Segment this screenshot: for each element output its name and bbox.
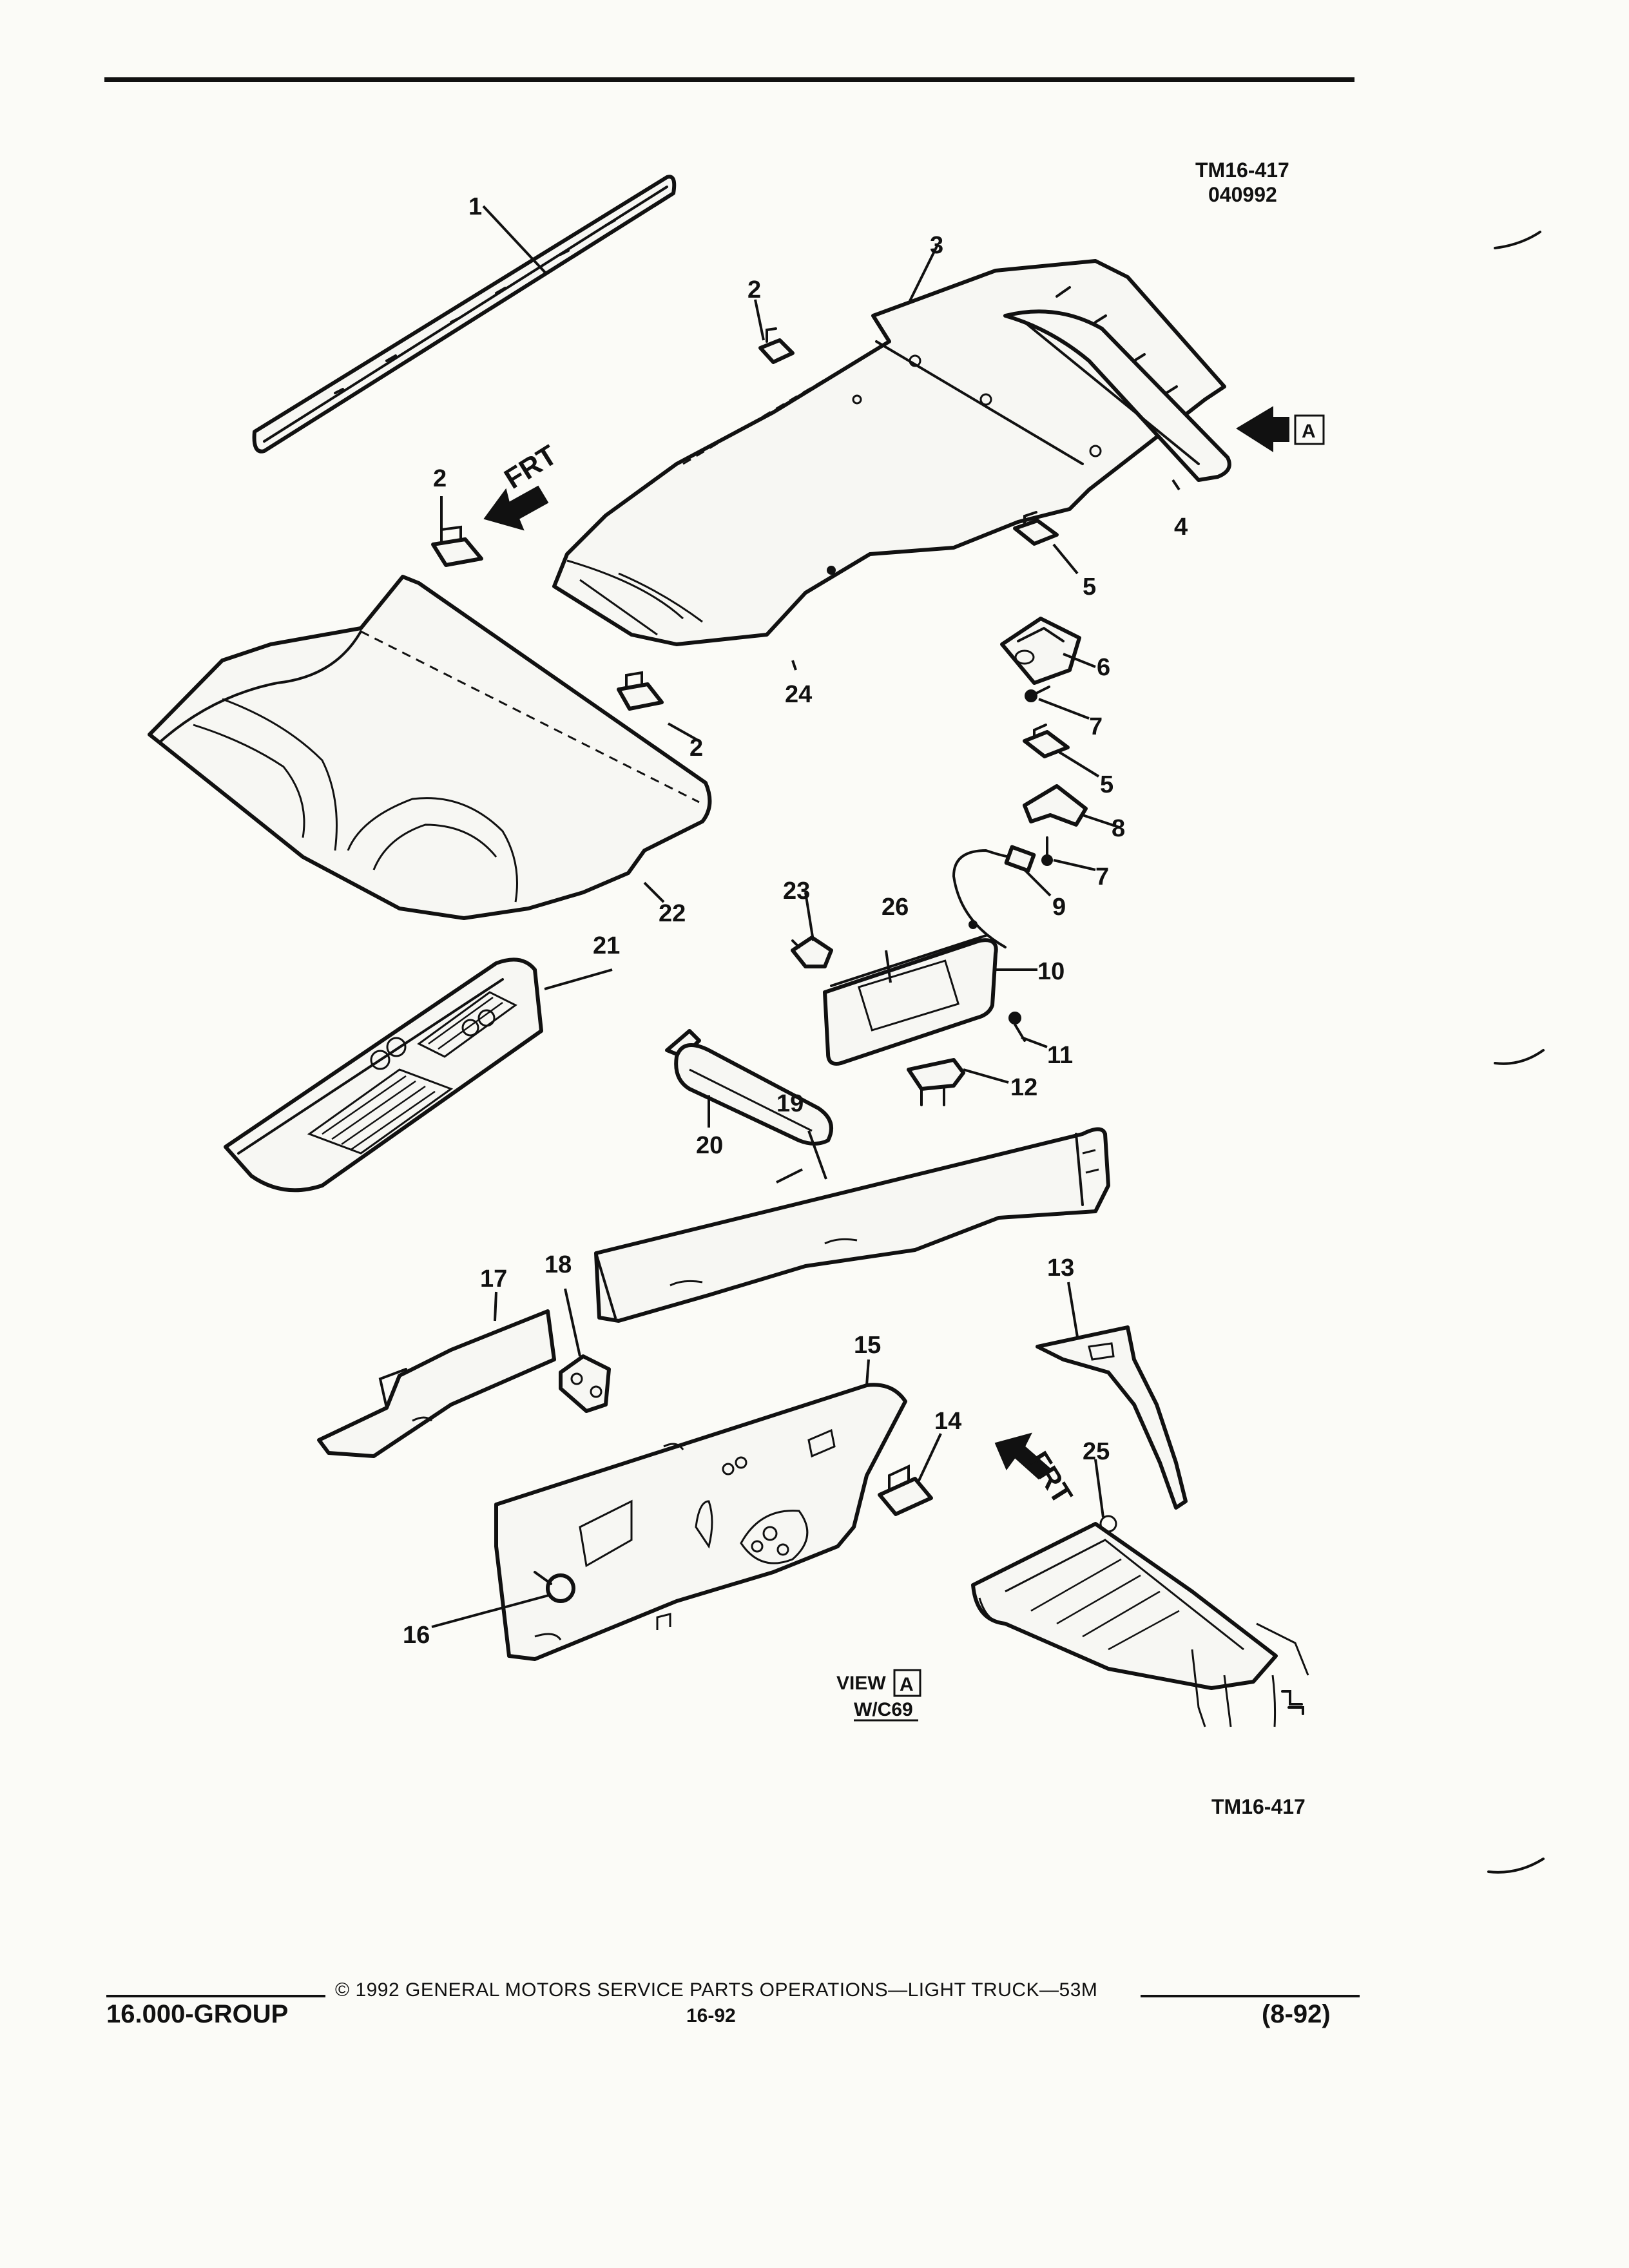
part-8-bracket [1023,784,1088,827]
part-20-mirror [665,1029,833,1146]
view-a-arrow: A [1236,406,1325,452]
callout-21: 21 [593,932,620,959]
view-a-caption-letter: A [900,1674,914,1695]
callout-11: 11 [1047,1042,1073,1069]
view-a-caption-prefix: VIEW [836,1673,886,1694]
callout-14: 14 [934,1408,961,1435]
leader-lines [431,205,1181,1628]
callout-23: 23 [783,878,810,905]
part-23-visor-clip [791,936,833,968]
part-7-screw-lower [1041,836,1053,866]
footer-copyright: © 1992 GENERAL MOTORS SERVICE PARTS OPER… [335,1979,1098,2001]
callout-7a: 7 [1089,713,1103,740]
footer-rule-right [1141,1995,1360,1997]
front-arrow-lower: FRT [994,1432,1078,1510]
binding-mark-2 [1494,1049,1545,1065]
view-a-marker-letter: A [1302,421,1316,442]
part-2-clip-c [617,671,664,711]
callout-22: 22 [659,900,686,927]
callout-19: 19 [776,1090,804,1117]
part-17-pillar-trim [317,1309,556,1458]
callout-10: 10 [1037,958,1065,985]
callout-4: 4 [1174,514,1188,541]
footer-date-code: (8-92) [1262,2000,1331,2028]
callout-18: 18 [545,1251,572,1278]
part-1-roof-rail [252,175,677,454]
part-18-bracket [559,1354,611,1413]
callout-16: 16 [403,1622,430,1649]
callout-17: 17 [480,1265,507,1293]
callout-5a: 5 [1083,573,1096,601]
part-9-wire-harness [952,845,1036,948]
footer-page-number: 16-92 [686,2005,736,2026]
part-5-bracket-lower [1023,724,1070,758]
callout-1: 1 [468,193,482,220]
callout-12: 12 [1010,1074,1037,1101]
callout-26: 26 [882,894,909,921]
callout-5b: 5 [1100,771,1113,798]
callout-9: 9 [1052,894,1066,921]
footer-group: 16.000-GROUP [106,2000,289,2028]
callout-8: 8 [1112,815,1125,842]
part-12-visor-bracket [907,1058,965,1106]
front-arrow-top: FRT [483,439,563,531]
part-19-front-header [594,1127,1110,1323]
callout-7b: 7 [1095,863,1109,890]
callout-20: 20 [696,1132,723,1159]
callout-2a: 2 [747,276,761,303]
part-21-overhead-console [224,957,543,1193]
figure-code-bottom: TM16-417 [1211,1795,1306,1818]
callout-13: 13 [1047,1254,1074,1282]
callout-3: 3 [930,232,943,259]
part-6-bracket [1000,617,1081,685]
view-a-option-code: W/C69 [854,1699,913,1720]
part-3-rear-headliner [552,259,1226,646]
callout-2b: 2 [433,465,447,492]
part-22-front-headliner [148,575,712,920]
part-4-rear-strip [1003,286,1231,482]
part-15-side-panel [494,1383,907,1661]
callout-numbers: 1 2 2 2 3 4 5 5 6 7 7 8 9 10 11 12 13 14… [403,193,1188,1649]
footer-rule-left [106,1995,325,1997]
part-13-corner-trim [1036,1325,1188,1510]
part-14-clip [878,1464,933,1516]
part-16-push-pin [534,1571,575,1603]
binding-mark-3 [1487,1858,1545,1874]
part-25-view-a-assembly [971,1515,1309,1727]
figure-code: TM16-417 [1195,159,1289,182]
part-2-clip-a [758,327,795,364]
callout-6: 6 [1097,654,1110,681]
figure-date: 040992 [1208,183,1277,206]
view-a-caption: VIEW A W/C69 [836,1669,921,1722]
part-5-bracket-upper [1013,511,1059,546]
top-rule [104,77,1354,82]
callout-25: 25 [1083,1438,1110,1465]
part-10-sun-visor [823,934,998,1066]
callout-24: 24 [785,681,812,708]
callout-2c: 2 [689,735,703,762]
part-7-screw-upper [1025,686,1050,702]
callout-15: 15 [854,1332,881,1359]
binding-mark-1 [1494,231,1541,249]
front-arrow-label: FRT [499,439,563,495]
